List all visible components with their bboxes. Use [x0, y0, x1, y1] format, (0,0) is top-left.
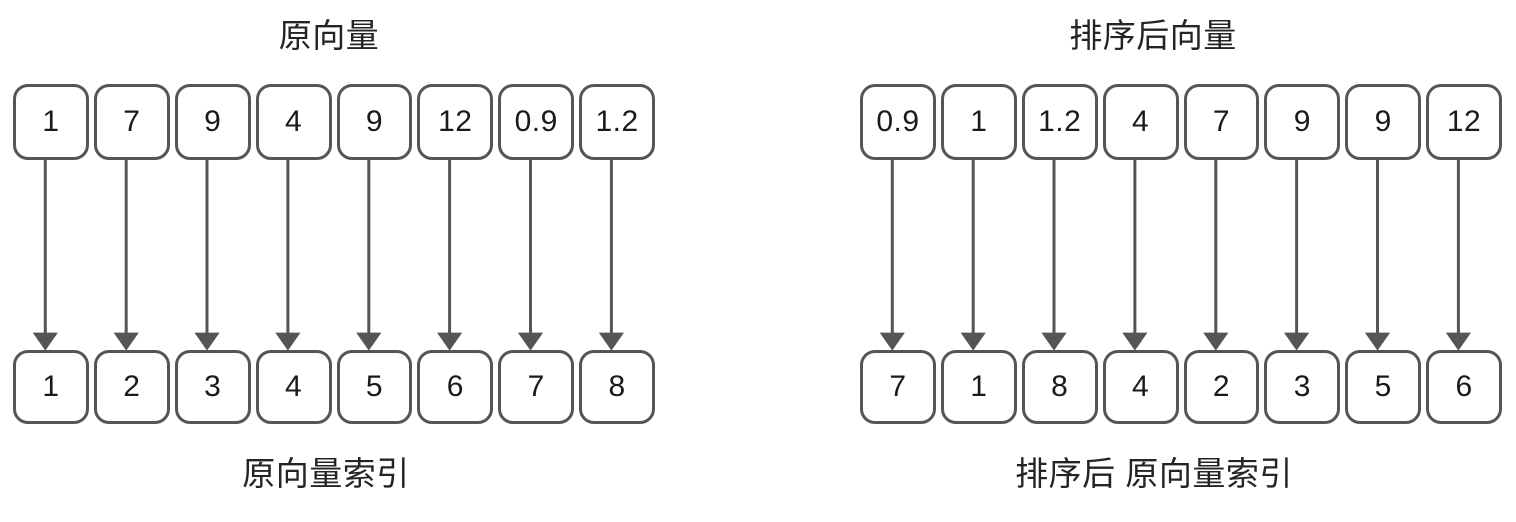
index-cell: 5: [1345, 350, 1422, 424]
value-cell: 9: [174, 84, 251, 160]
value-cell: 7: [93, 84, 170, 160]
sorted-vector-group: 排序后向量 0.9 1 1.2 4 7 9 9 12: [836, 0, 1516, 522]
index-cell: 2: [1183, 350, 1260, 424]
original-vector-title: 原向量: [278, 17, 380, 54]
sorted-vector-values-row: 0.9 1 1.2 4 7 9 9 12: [860, 84, 1502, 160]
index-cell: 7: [498, 350, 575, 424]
index-cell: 2: [93, 350, 170, 424]
value-cell: 1: [940, 84, 1017, 160]
value-cell: 12: [1426, 84, 1502, 160]
original-vector-arrows: [32, 160, 625, 351]
value-cell: 7: [1183, 84, 1260, 160]
value-cell: 1: [13, 84, 89, 160]
value-cell: 0.9: [498, 84, 575, 160]
original-vector-group: 原向量 1 7 9 4 9 12 0.9 1.2: [0, 0, 680, 522]
sorted-vector-arrows: [879, 160, 1472, 351]
value-cell: 9: [1345, 84, 1422, 160]
index-cell: 6: [417, 350, 494, 424]
value-cell: 9: [1264, 84, 1341, 160]
value-cell: 12: [417, 84, 494, 160]
value-cell: 0.9: [860, 84, 936, 160]
original-vector-indices-row: 1 2 3 4 5 6 7 8: [13, 350, 655, 426]
original-vector-caption: 原向量索引: [242, 455, 410, 492]
value-cell: 4: [255, 84, 332, 160]
index-cell: 1: [13, 350, 89, 424]
index-cell: 1: [940, 350, 1017, 424]
index-cell: 6: [1426, 350, 1502, 424]
sorted-vector-title: 排序后向量: [1069, 17, 1237, 54]
index-cell: 4: [1102, 350, 1179, 424]
original-vector-values-row: 1 7 9 4 9 12 0.9 1.2: [13, 84, 655, 160]
index-cell: 8: [1021, 350, 1098, 424]
index-cell: 8: [579, 350, 655, 424]
index-cell: 7: [860, 350, 936, 424]
value-cell: 4: [1102, 84, 1179, 160]
value-cell: 1.2: [579, 84, 655, 160]
index-cell: 4: [255, 350, 332, 424]
index-cell: 5: [336, 350, 413, 424]
index-cell: 3: [174, 350, 251, 424]
sorted-vector-caption: 排序后 原向量索引: [1015, 455, 1293, 492]
sorted-vector-indices-row: 7 1 8 4 2 3 5 6: [860, 350, 1502, 426]
value-cell: 9: [336, 84, 413, 160]
value-cell: 1.2: [1021, 84, 1098, 160]
index-cell: 3: [1264, 350, 1341, 424]
